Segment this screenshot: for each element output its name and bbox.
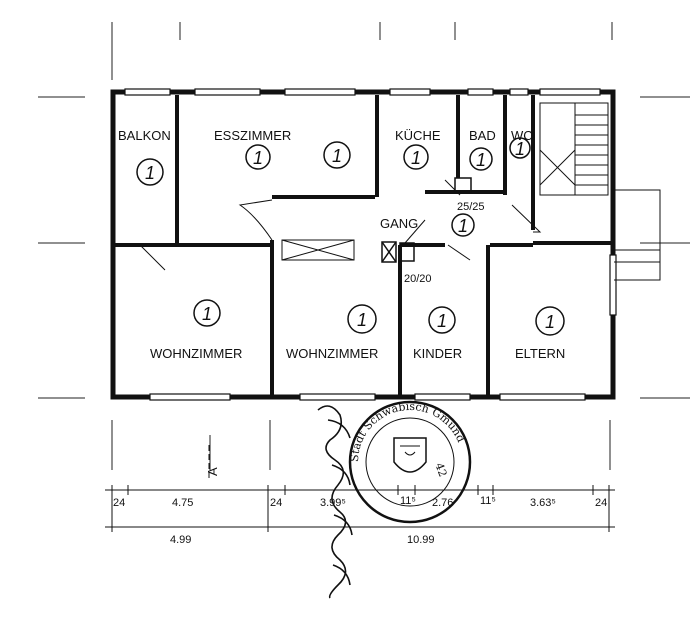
marker-wohnzimmer-mid: 1 bbox=[357, 310, 367, 330]
room-label-wohnzimmer-left: WOHNZIMMER bbox=[150, 346, 242, 361]
interior-walls bbox=[113, 95, 612, 395]
room-markers bbox=[136, 137, 565, 336]
marker-kueche: 1 bbox=[411, 148, 421, 168]
marker-esszimmer-a: 1 bbox=[253, 148, 263, 168]
seal-ring-text: Stadt Schwäbisch Gmünd bbox=[348, 400, 468, 462]
marker-kinder: 1 bbox=[437, 311, 447, 331]
room-label-bad: BAD bbox=[469, 128, 496, 143]
dimension-lines bbox=[105, 485, 615, 532]
dimensions-upper: 24 4.75 24 3.99⁵ 11⁵ 2.76 11⁵ 3.63⁵ 24 bbox=[113, 495, 607, 509]
dim-upper-4: 11⁵ bbox=[400, 495, 416, 507]
section-marker: A bbox=[205, 445, 220, 480]
dim-upper-6: 11⁵ bbox=[480, 495, 496, 507]
room-label-balkon: BALKON bbox=[118, 128, 171, 143]
windows bbox=[124, 88, 617, 401]
dim-upper-7: 3.63⁵ bbox=[530, 497, 556, 509]
marker-esszimmer-b: 1 bbox=[332, 146, 342, 166]
room-label-esszimmer: ESSZIMMER bbox=[214, 128, 291, 143]
exterior-steps bbox=[614, 189, 661, 281]
staircase bbox=[539, 102, 609, 196]
dim-upper-8: 24 bbox=[595, 497, 607, 509]
dim-upper-0: 24 bbox=[113, 497, 125, 509]
handwritten-signature-icon bbox=[317, 405, 353, 599]
dim-lower-total-left: 4.99 bbox=[170, 534, 191, 546]
room-label-eltern: ELTERN bbox=[515, 346, 565, 361]
chimney-note-20: 20/20 bbox=[404, 273, 432, 285]
marker-eltern: 1 bbox=[545, 312, 555, 332]
dim-lower-total-right: 10.99 bbox=[407, 534, 435, 546]
gang-closet bbox=[281, 239, 355, 261]
section-marker-letter: A bbox=[205, 467, 220, 476]
seal-ring-path: Stadt Schwäbisch Gmünd bbox=[348, 400, 468, 462]
seal-number: 42 bbox=[432, 461, 449, 479]
marker-balkon: 1 bbox=[145, 163, 155, 183]
marker-wohnzimmer-left: 1 bbox=[202, 304, 212, 324]
room-label-gang: GANG bbox=[380, 216, 418, 231]
room-marker-digits: 1 1 1 1 1 1 1 1 1 1 1 bbox=[145, 139, 555, 332]
marker-gang: 1 bbox=[458, 216, 468, 236]
chimney-note-25: 25/25 bbox=[457, 201, 485, 213]
room-label-kinder: KINDER bbox=[413, 346, 462, 361]
door-swings bbox=[139, 179, 542, 271]
dim-upper-1: 4.75 bbox=[172, 497, 193, 509]
marker-bad: 1 bbox=[476, 150, 486, 170]
chimney-markers bbox=[381, 177, 472, 263]
seal-crest-icon bbox=[393, 437, 427, 473]
room-label-wohnzimmer-mid: WOHNZIMMER bbox=[286, 346, 378, 361]
marker-wc: 1 bbox=[515, 139, 525, 159]
dim-upper-5: 2.76 bbox=[432, 497, 453, 509]
reference-lines bbox=[38, 22, 690, 470]
room-label-kueche: KÜCHE bbox=[395, 128, 441, 143]
dim-upper-2: 24 bbox=[270, 497, 282, 509]
